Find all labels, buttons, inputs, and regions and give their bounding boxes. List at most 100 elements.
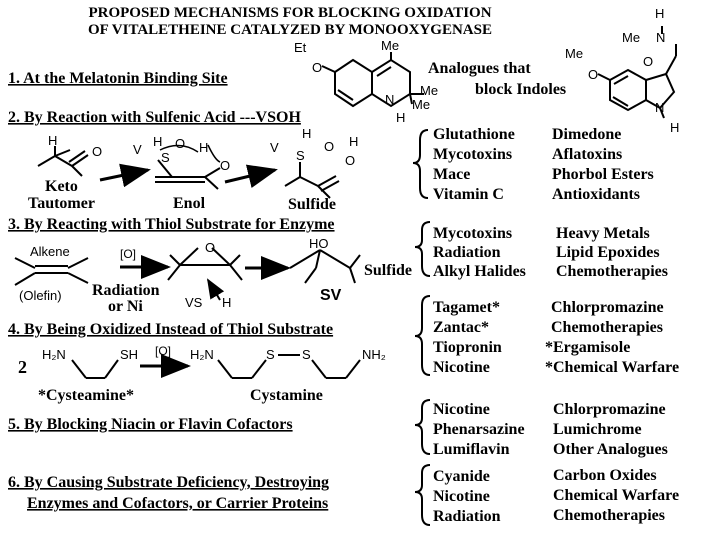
group-3-left-4: Nicotine xyxy=(433,359,490,376)
title-line2: OF VITALETHEINE CATALYZED BY MONOOXYGENA… xyxy=(88,22,492,38)
group-4-right-1: Chlorpromazine xyxy=(553,401,666,418)
arrow-enol-to-sulfide xyxy=(224,164,278,188)
group-1-right-4: Antioxidants xyxy=(552,186,640,203)
group-3-left-1: Tagamet* xyxy=(433,299,500,316)
methoxy-methyl-label: Me xyxy=(565,46,583,61)
agent-group-2: Mycotoxins Radiation Alkyl Halides Heavy… xyxy=(414,221,668,280)
enol-arrow-curve xyxy=(159,144,199,153)
vs-hydrogen-label: H xyxy=(222,295,231,310)
water-hydrogen-left-label: H xyxy=(302,126,311,141)
methyl-label-top: Me xyxy=(381,38,399,53)
nh-hydrogen-label: H xyxy=(396,110,405,125)
group-3-right-2: Chemotherapies xyxy=(551,319,663,336)
mechanism-2-heading: 2. By Reaction with Sulfenic Acid ---VSO… xyxy=(8,109,301,126)
group-1-right-3: Phorbol Esters xyxy=(552,166,654,183)
enol-oxygen-label: O xyxy=(220,158,230,173)
keto-oxygen-label: O xyxy=(92,144,102,159)
mechanism-5-heading: 5. By Blocking Niacin or Flavin Cofactor… xyxy=(8,416,293,433)
analogues-caption-line1: Analogues that xyxy=(428,60,531,77)
radiation-label: Radiation xyxy=(92,282,160,299)
cysteamine-thiol-label: SH xyxy=(120,347,138,362)
water-hydrogen-right-label: H xyxy=(349,134,358,149)
methyl-label-bottom: Me xyxy=(412,97,430,112)
ethyl-label: Et xyxy=(294,40,307,55)
stoichiometry-coefficient: 2 xyxy=(18,357,27,377)
sv-label: SV xyxy=(320,287,342,304)
oxidation-label-3: [O] xyxy=(120,247,136,261)
group-1-brace xyxy=(412,129,429,199)
methyl-label-right: Me xyxy=(420,83,438,98)
cystamine-sulfur-left-label: S xyxy=(266,347,275,362)
sulfide-label-3: Sulfide xyxy=(364,262,412,279)
cystamine-amine-label: H₂N xyxy=(190,347,214,362)
group-3-left-3: Tiopronin xyxy=(433,339,502,356)
sulfide-oxygen-label: O xyxy=(345,153,355,168)
agent-group-3: Tagamet* Zantac* Tiopronin Nicotine Chlo… xyxy=(414,295,679,376)
group-4-left-2: Phenarsazine xyxy=(433,421,525,438)
group-2-left-3: Alkyl Halides xyxy=(433,263,526,280)
enol-vs-v-label: V xyxy=(133,142,142,157)
epoxide-oxygen-label: O xyxy=(205,240,215,255)
sulfide-label-2: Sulfide xyxy=(288,196,336,213)
scheme-2-bonds xyxy=(37,146,340,199)
olefin-label: (Olefin) xyxy=(19,288,62,303)
mechanism-6-heading-line1: 6. By Causing Substrate Deficiency, Dest… xyxy=(8,474,329,491)
mechanism-4-heading: 4. By Being Oxidized Instead of Thiol Su… xyxy=(8,321,333,338)
cysteamine-amine-label: H₂N xyxy=(42,347,66,362)
group-2-brace xyxy=(414,221,431,277)
or-ni-label: or Ni xyxy=(108,298,143,315)
amide-hydrogen-label: H xyxy=(655,6,664,21)
group-2-left-1: Mycotoxins xyxy=(433,225,512,242)
agent-group-4: Nicotine Phenarsazine Lumiflavin Chlorpr… xyxy=(414,399,668,458)
group-4-brace xyxy=(414,399,431,455)
amide-nitrogen-label: N xyxy=(656,30,665,45)
group-5-left-3: Radiation xyxy=(433,508,501,525)
group-5-right-1: Carbon Oxides xyxy=(553,467,657,484)
agent-group-5: Cyanide Nicotine Radiation Carbon Oxides… xyxy=(414,464,679,526)
group-5-right-3: Chemotherapies xyxy=(553,507,665,524)
enol-sulfenic-hydrogen-label: H xyxy=(153,134,162,149)
group-1-left-2: Mycotoxins xyxy=(433,146,512,163)
melatonin-analogue-structure xyxy=(321,52,424,108)
group-3-right-4: *Chemical Warfare xyxy=(545,359,679,376)
carbonyl-oxygen-label: O xyxy=(643,54,653,69)
methoxy-oxygen-label: O xyxy=(588,67,598,82)
enol-hydrogen-label: H xyxy=(199,140,208,155)
sulfide-sulfur-label: S xyxy=(296,148,305,163)
group-3-right-3: *Ergamisole xyxy=(545,339,630,356)
scheme-3-bonds xyxy=(14,247,361,286)
ring-nitrogen-label: N xyxy=(385,92,394,107)
tautomer-label: Tautomer xyxy=(28,195,95,212)
group-1-left-1: Glutathione xyxy=(433,126,515,143)
mechanism-1-heading: 1. At the Melatonin Binding Site xyxy=(8,70,228,87)
group-5-right-2: Chemical Warfare xyxy=(553,487,679,504)
arrow-keto-to-enol xyxy=(99,163,151,188)
keto-label: Keto xyxy=(45,178,78,195)
mechanism-6-heading-line2: Enzymes and Cofactors, or Carrier Protei… xyxy=(27,495,328,512)
mechanism-3-heading: 3. By Reacting with Thiol Substrate for … xyxy=(8,216,335,233)
ether-oxygen-label: O xyxy=(312,60,322,75)
arrow-vs-attack xyxy=(206,278,225,301)
group-3-brace xyxy=(414,295,431,376)
group-1-right-2: Aflatoxins xyxy=(552,146,622,163)
agent-group-1: Glutathione Mycotoxins Mace Vitamin C Di… xyxy=(412,126,654,203)
group-2-right-3: Chemotherapies xyxy=(556,263,668,280)
group-1-left-4: Vitamin C xyxy=(433,186,504,203)
enol-label: Enol xyxy=(173,195,206,212)
analogues-caption-line2: block Indoles xyxy=(475,81,566,98)
group-1-left-3: Mace xyxy=(433,166,470,183)
indole-hydrogen-label: H xyxy=(670,120,679,135)
enol-bond-curve xyxy=(207,144,221,163)
group-4-left-3: Lumiflavin xyxy=(433,441,510,458)
cystamine-amine-right-label: NH₂ xyxy=(362,347,386,362)
oxidation-label-4: [O] xyxy=(155,344,171,358)
vs-label: VS xyxy=(185,295,203,310)
hydroxyl-label: HO xyxy=(309,236,329,251)
acetyl-methyl-label: Me xyxy=(622,30,640,45)
indole-nitrogen-label: N xyxy=(655,100,664,115)
scheme-4-bonds xyxy=(71,354,361,379)
enol-sulfur-label: S xyxy=(161,150,170,165)
enol-sulfenic-oxygen-label: O xyxy=(175,136,185,151)
cystamine-label: Cystamine xyxy=(250,387,323,404)
